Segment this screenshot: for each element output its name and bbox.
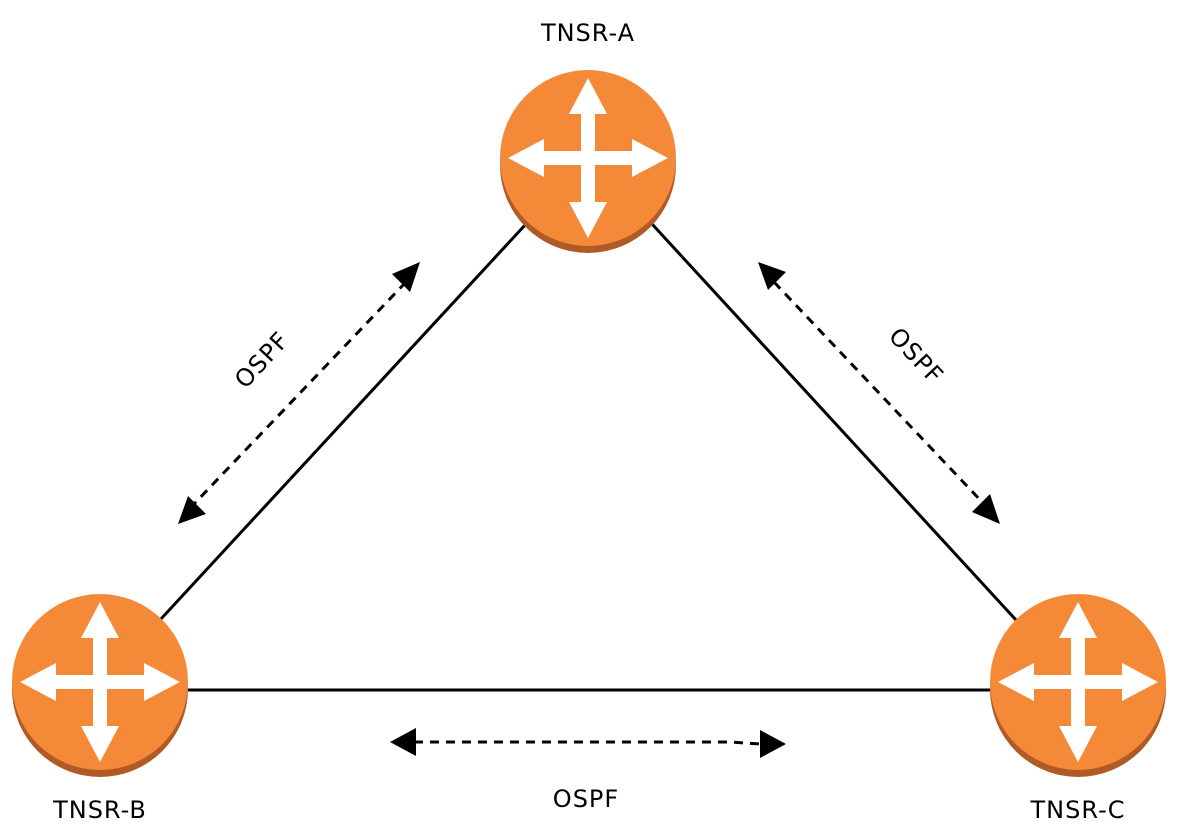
- router-a[interactable]: [500, 70, 676, 253]
- router-b-label: TNSR-B: [52, 796, 147, 824]
- router-c-label: TNSR-C: [1030, 796, 1126, 824]
- ospf-label-b-c: OSPF: [553, 785, 619, 813]
- arrowhead-icon: [390, 728, 416, 756]
- arrowhead-icon: [758, 262, 786, 290]
- ospf-label-a-c: OSPF: [883, 322, 949, 390]
- router-a-label: TNSR-A: [540, 19, 635, 47]
- router-b[interactable]: [12, 594, 188, 777]
- router-c[interactable]: [990, 594, 1166, 777]
- link-a-c: [650, 222, 1018, 622]
- ospf-adjacency-a-b: [178, 262, 420, 524]
- router-icon: [500, 70, 676, 253]
- ospf-adjacency-a-c: [758, 262, 1000, 524]
- arrowhead-icon: [760, 730, 786, 758]
- arrowhead-icon: [178, 496, 206, 524]
- ospf-adjacency-b-c: [390, 728, 786, 758]
- arrowhead-icon: [392, 262, 420, 292]
- ospf-label-a-b: OSPF: [229, 326, 295, 394]
- router-icon: [990, 594, 1166, 777]
- arrowhead-icon: [972, 494, 1000, 524]
- link-a-b: [158, 222, 528, 622]
- router-icon: [12, 594, 188, 777]
